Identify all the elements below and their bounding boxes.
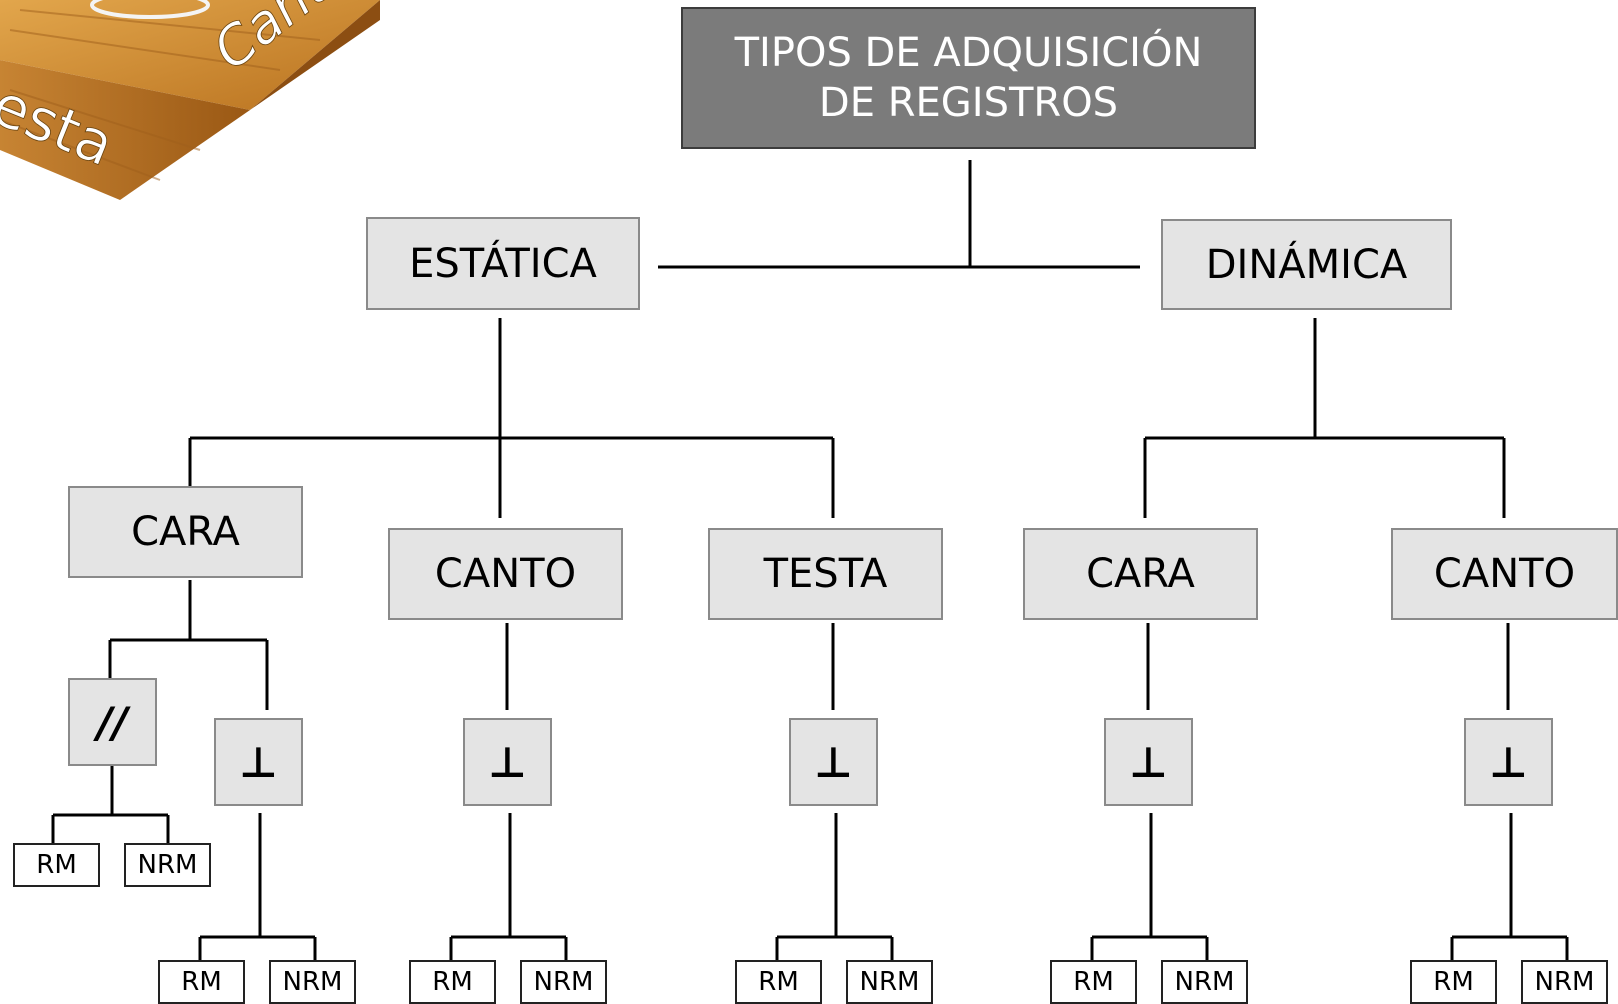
dinamica-cara-nrm-leaf: NRM: [1161, 960, 1248, 1004]
perpendicular-icon: ⊥: [239, 737, 278, 787]
dinamica-label: DINÁMICA: [1205, 241, 1408, 288]
estatica-canto-node: CANTO: [388, 528, 623, 620]
leaf-label: RM: [1073, 967, 1114, 997]
estatica-node: ESTÁTICA: [366, 217, 640, 310]
estatica-cara-perpendicular-node: ⊥: [214, 718, 303, 806]
perpendicular-icon: ⊥: [1129, 737, 1168, 787]
perpendicular-icon: ⊥: [488, 737, 527, 787]
testa-rm-leaf: RM: [735, 960, 822, 1004]
dinamica-canto-label: CANTO: [1433, 551, 1576, 597]
leaf-label: RM: [181, 967, 222, 997]
dinamica-node: DINÁMICA: [1161, 219, 1452, 310]
title-line-1: TIPOS DE ADQUISICIÓN: [734, 30, 1203, 76]
leaf-label: RM: [36, 850, 77, 880]
testa-node: TESTA: [708, 528, 943, 620]
leaf-label: NRM: [137, 850, 198, 880]
title-line-2: DE REGISTROS: [818, 80, 1119, 126]
wood-block-logo: Canto esta: [0, 0, 380, 200]
estatica-cara-nrm-leaf: NRM: [269, 960, 356, 1004]
estatica-cara-label: CARA: [131, 509, 240, 555]
testa-label: TESTA: [763, 551, 888, 597]
dinamica-canto-nrm-leaf: NRM: [1521, 960, 1608, 1004]
leaf-label: NRM: [1174, 967, 1235, 997]
dinamica-cara-node: CARA: [1023, 528, 1258, 620]
leaf-label: NRM: [1534, 967, 1595, 997]
estatica-canto-nrm-leaf: NRM: [520, 960, 607, 1004]
parallel-rm-leaf: RM: [13, 843, 100, 887]
estatica-canto-label: CANTO: [434, 551, 577, 597]
perpendicular-icon: ⊥: [814, 737, 853, 787]
leaf-label: NRM: [282, 967, 343, 997]
leaf-label: RM: [1433, 967, 1474, 997]
estatica-cara-rm-leaf: RM: [158, 960, 245, 1004]
parallel-icon: //: [97, 697, 128, 747]
dinamica-canto-perpendicular-node: ⊥: [1464, 718, 1553, 806]
leaf-label: NRM: [533, 967, 594, 997]
estatica-label: ESTÁTICA: [409, 240, 597, 287]
dinamica-cara-rm-leaf: RM: [1050, 960, 1137, 1004]
dinamica-canto-node: CANTO: [1391, 528, 1618, 620]
estatica-canto-perpendicular-node: ⊥: [463, 718, 552, 806]
estatica-cara-node: CARA: [68, 486, 303, 578]
leaf-label: RM: [432, 967, 473, 997]
testa-perpendicular-node: ⊥: [789, 718, 878, 806]
dinamica-cara-perpendicular-node: ⊥: [1104, 718, 1193, 806]
leaf-label: NRM: [859, 967, 920, 997]
testa-nrm-leaf: NRM: [846, 960, 933, 1004]
parallel-symbol-node: //: [68, 678, 157, 766]
dinamica-cara-label: CARA: [1086, 551, 1195, 597]
diagram-title: TIPOS DE ADQUISICIÓN DE REGISTROS: [681, 7, 1256, 149]
parallel-nrm-leaf: NRM: [124, 843, 211, 887]
dinamica-canto-rm-leaf: RM: [1410, 960, 1497, 1004]
leaf-label: RM: [758, 967, 799, 997]
perpendicular-icon: ⊥: [1489, 737, 1528, 787]
estatica-canto-rm-leaf: RM: [409, 960, 496, 1004]
